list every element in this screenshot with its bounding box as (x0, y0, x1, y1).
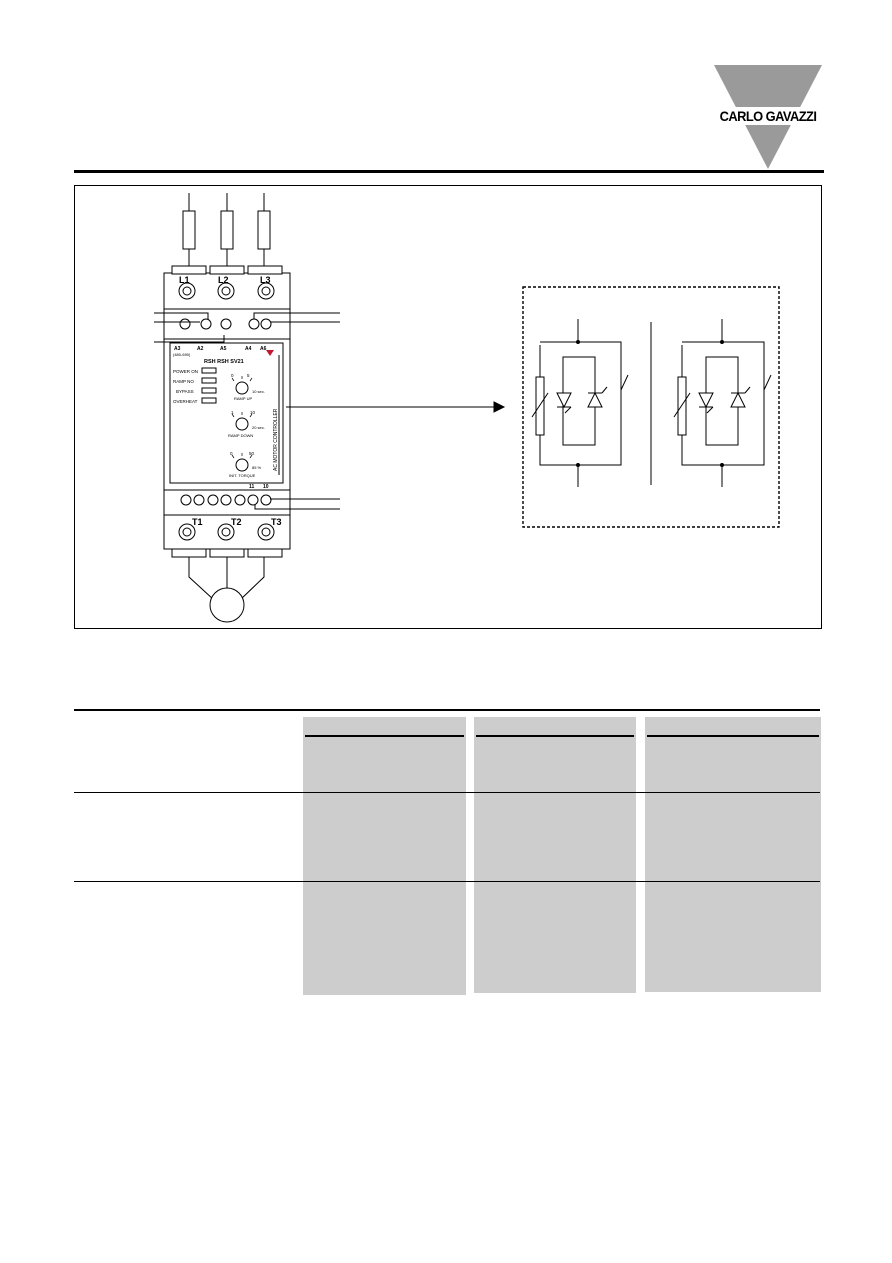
label-l2: L2 (218, 275, 229, 285)
label-t2: T2 (231, 517, 242, 527)
knob1-mid: 5 (247, 373, 250, 378)
knob1-max: 10 sec. (252, 389, 265, 394)
knob3-label: INIT. TORQUE (229, 473, 256, 478)
knob3-max: 85 % (252, 465, 262, 470)
indicator-power-on: POWER ON (173, 369, 198, 374)
table-top-rule (74, 709, 820, 711)
label-l3: L3 (260, 275, 271, 285)
header-rule (74, 170, 824, 173)
schematic-right (673, 319, 772, 487)
model-label: RSH RSH SV21 (204, 359, 244, 365)
label-t1: T1 (192, 517, 203, 527)
knob2-mid: 10 (250, 410, 256, 415)
label-a3: A3 (174, 346, 181, 352)
label-a2: A2 (197, 346, 204, 352)
relay-label-10: 10 (263, 484, 269, 490)
knob1-label: RAMP UP (234, 396, 252, 401)
soft-starter-device (163, 265, 291, 558)
wiring-diagram: L1 L2 L3 A3 A2 A5 A4 A6 (480-690) RSH RS… (154, 193, 780, 623)
indicator-overheat: OVERHEAT (173, 399, 198, 404)
brand-name: CARLO GAVAZZI (716, 107, 820, 125)
knob3-mid: 50 (249, 451, 255, 456)
knob2-min: 1 (231, 410, 234, 415)
label-t3: T3 (271, 517, 282, 527)
terminal-screws-bottom (178, 523, 275, 541)
label-a6: A6 (260, 346, 267, 352)
label-a5: A5 (220, 346, 227, 352)
arrow (286, 401, 506, 413)
side-label: AC MOTOR CONTROLLER (273, 408, 279, 471)
leader-lines (154, 312, 340, 510)
table-column-3 (645, 717, 821, 992)
label-aux-sub: (480-690) (173, 352, 191, 357)
relay-screws (180, 494, 272, 506)
diagram-frame (74, 185, 822, 629)
device-labels: L1 L2 L3 A3 A2 A5 A4 A6 (480-690) RSH RS… (173, 275, 282, 527)
supply-fuses (182, 193, 271, 268)
table-row-divider (74, 881, 820, 882)
table-row-divider (74, 792, 820, 793)
table-column-1 (303, 717, 466, 995)
terminal-screws-top (178, 282, 275, 300)
knob1-min: 0 (231, 373, 234, 378)
table-column-2 (474, 717, 636, 993)
knob2-label: RAMP DOWN (228, 433, 253, 438)
motor (188, 557, 265, 623)
schematic-left (531, 319, 629, 487)
indicator-bypass: BYPASS (176, 389, 194, 394)
internal-schematic (522, 286, 780, 528)
label-a4: A4 (245, 346, 252, 352)
label-l1: L1 (179, 275, 190, 285)
indicator-ramp: RAMP NO (173, 379, 194, 384)
knob2-max: 20 sec. (252, 425, 265, 430)
relay-label-11: 11 (249, 484, 255, 490)
knob3-min: 0 (230, 451, 233, 456)
